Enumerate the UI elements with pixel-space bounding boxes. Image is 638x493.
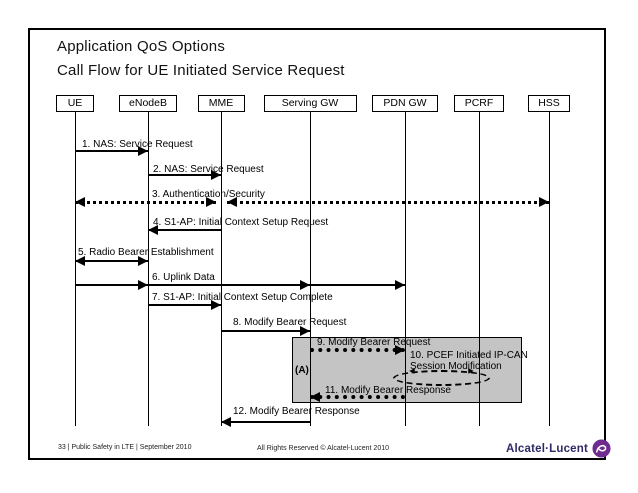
actor-box-serving-gw: Serving GW <box>263 95 357 112</box>
message-label-4: 4. S1-AP: Initial Context Setup Request <box>153 217 329 228</box>
message-label-11: 11. Modify Bearer Response <box>325 385 451 396</box>
message-label-10b: Session Modification <box>410 361 502 372</box>
arrowhead <box>395 280 405 290</box>
loop-arrowhead-left <box>409 368 415 374</box>
message-label-10: 10. PCEF Initiated IP-CAN <box>410 350 528 361</box>
arrowhead <box>300 326 310 336</box>
message-line <box>75 284 148 286</box>
message-line <box>310 348 405 352</box>
actor-box-hss: HSS <box>528 95 570 112</box>
arrowhead <box>395 345 405 355</box>
arrowhead <box>148 225 158 235</box>
message-line <box>148 229 221 231</box>
page-title-line1: Application QoS Options <box>57 38 226 55</box>
arrowhead <box>138 256 148 266</box>
actor-box-pcrf: PCRF <box>454 95 504 112</box>
page-title-line2: Call Flow for UE Initiated Service Reque… <box>57 62 345 79</box>
actor-box-mme: MME <box>197 95 245 112</box>
message-label-9: 9. Modify Bearer Request <box>317 337 431 348</box>
loop-arrowhead-right <box>468 368 474 374</box>
alcatel-lucent-logo-icon <box>592 439 611 458</box>
message-line <box>227 200 549 204</box>
message-label-1: 1. NAS: Service Request <box>82 139 193 150</box>
arrowhead <box>75 256 85 266</box>
message-label-6: 6. Uplink Data <box>152 272 215 283</box>
actor-box-ue: UE <box>56 95 94 112</box>
lifeline-serving-gw <box>310 112 311 426</box>
message-label-8: 8. Modify Bearer Request <box>233 317 347 328</box>
arrowhead <box>206 197 216 207</box>
actor-box-enodeb: eNodeB <box>119 95 177 112</box>
arrowhead <box>539 197 549 207</box>
arrowhead <box>300 280 310 290</box>
message-line <box>221 330 310 332</box>
message-line <box>310 395 405 399</box>
brand-logo-text: Alcatel·Lucent <box>506 442 589 455</box>
arrowhead <box>211 170 221 180</box>
message-line <box>75 150 148 152</box>
message-line <box>75 260 148 262</box>
arrowhead <box>310 392 320 402</box>
message-line <box>310 284 405 286</box>
arrowhead <box>227 197 237 207</box>
message-line <box>148 174 221 176</box>
message-label-7: 7. S1-AP: Initial Context Setup Complete <box>152 292 333 303</box>
lifeline-enodeb <box>148 112 149 426</box>
actor-box-pdn-gw: PDN GW <box>372 95 438 112</box>
message-line <box>148 304 221 306</box>
lifeline-hss <box>549 112 550 426</box>
footer-slide-info: 33 | Public Safety in LTE | September 20… <box>58 444 192 451</box>
message-line <box>221 421 310 423</box>
message-line <box>148 284 310 286</box>
lifeline-pcrf <box>479 112 480 426</box>
lifeline-ue <box>75 112 76 426</box>
message-line <box>75 200 216 204</box>
arrowhead <box>75 197 85 207</box>
lifeline-pdn-gw <box>405 112 406 426</box>
arrowhead <box>138 146 148 156</box>
lifeline-mme <box>221 112 222 426</box>
group-box-label: (A) <box>295 365 309 376</box>
message-label-5: 5. Radio Bearer Establishment <box>78 247 214 258</box>
session-modification-loop <box>393 370 490 386</box>
arrowhead <box>211 300 221 310</box>
arrowhead <box>138 280 148 290</box>
arrowhead <box>221 417 231 427</box>
message-label-2: 2. NAS: Service Request <box>153 164 264 175</box>
brand-logo: Alcatel·Lucent <box>506 439 611 458</box>
footer-copyright: All Rights Reserved © Alcatel-Lucent 201… <box>257 445 390 452</box>
message-label-3: 3. Authentication/Security <box>152 189 265 200</box>
message-label-12: 12. Modify Bearer Response <box>233 406 360 417</box>
